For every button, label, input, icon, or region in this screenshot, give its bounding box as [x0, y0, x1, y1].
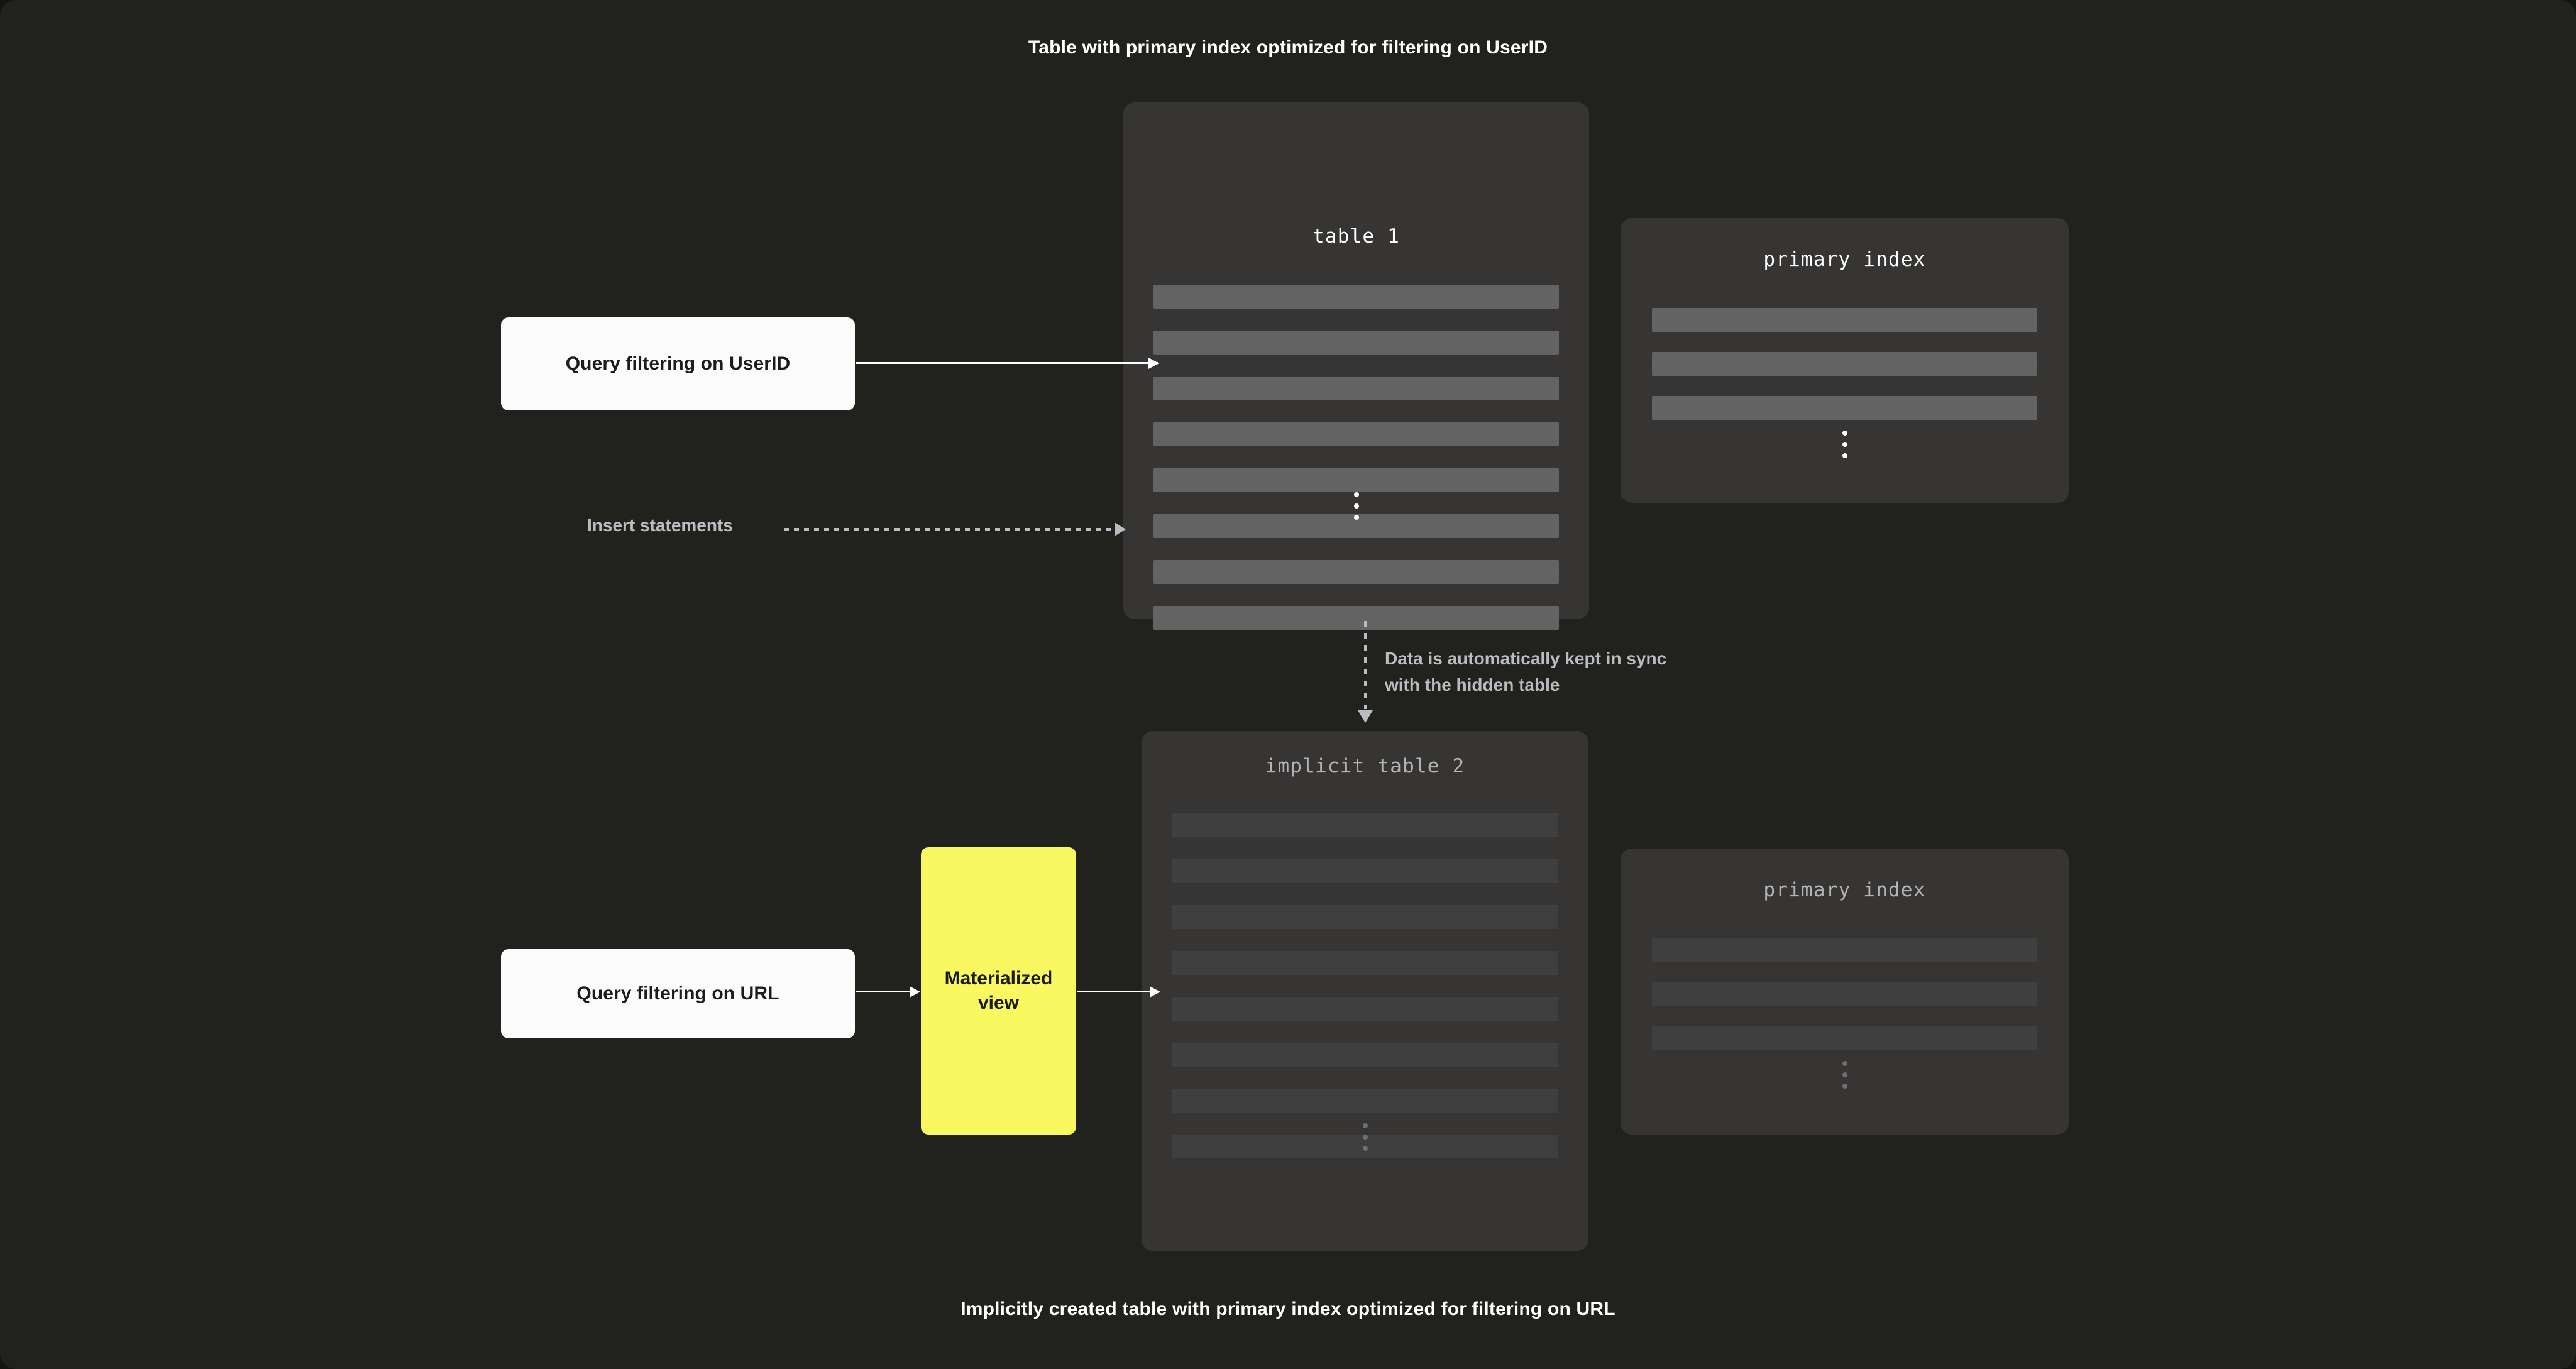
primary-index-bottom-title: primary index	[1763, 879, 1926, 901]
primary-index-top-title: primary index	[1763, 248, 1926, 271]
table-row	[1153, 285, 1559, 309]
table-row	[1153, 377, 1559, 400]
primary-index-bottom-card: primary index	[1621, 849, 2069, 1135]
arrow-query-to-materialized-view	[856, 991, 919, 992]
table-1-rows	[1123, 285, 1589, 630]
table-1-title: table 1	[1312, 225, 1401, 248]
table-row	[1172, 905, 1558, 929]
table-row	[1153, 560, 1559, 584]
table-row	[1172, 813, 1558, 837]
dotted-arrow-insert-statements	[784, 528, 1117, 531]
arrow-query-to-table1	[856, 362, 1158, 364]
materialized-view-box[interactable]: Materialized view	[921, 847, 1076, 1135]
index-row	[1652, 396, 2037, 420]
vertical-ellipsis-icon	[1123, 492, 1589, 520]
page-title-top: Table with primary index optimized for f…	[1028, 37, 1548, 58]
table-row	[1172, 1043, 1558, 1067]
implicit-table-2-card: implicit table 2	[1142, 731, 1588, 1251]
implicit-table-2-rows	[1142, 813, 1588, 1180]
index-row	[1652, 352, 2037, 376]
arrow-materialized-view-to-table2	[1077, 991, 1159, 992]
table-1-card: table 1	[1123, 102, 1589, 630]
table-row	[1172, 951, 1558, 975]
primary-index-top-card: primary index	[1621, 218, 2069, 503]
table-row	[1153, 468, 1559, 492]
table-row	[1172, 859, 1558, 883]
table-row	[1172, 997, 1558, 1021]
table-row	[1153, 606, 1559, 630]
page-title-bottom: Implicitly created table with primary in…	[960, 1299, 1616, 1319]
primary-index-bottom-rows	[1621, 938, 2069, 1070]
insert-statements-label: Insert statements	[587, 515, 733, 535]
vertical-ellipsis-icon	[1621, 431, 2069, 458]
index-row	[1652, 982, 2037, 1006]
vertical-ellipsis-icon	[1621, 1061, 2069, 1089]
primary-index-top-rows	[1621, 308, 2069, 440]
index-row	[1652, 308, 2037, 332]
dotted-arrow-sync	[1364, 621, 1367, 709]
query-filtering-userid-box[interactable]: Query filtering on UserID	[501, 317, 855, 410]
query-filtering-url-box[interactable]: Query filtering on URL	[501, 949, 855, 1038]
sync-note-label: Data is automatically kept in sync with …	[1385, 649, 1667, 695]
index-row	[1652, 1026, 2037, 1050]
vertical-ellipsis-icon	[1142, 1123, 1588, 1151]
table-row	[1153, 331, 1559, 355]
implicit-table-2-title: implicit table 2	[1265, 755, 1465, 778]
table-row	[1172, 1089, 1558, 1113]
index-row	[1652, 938, 2037, 962]
table-row	[1153, 422, 1559, 446]
